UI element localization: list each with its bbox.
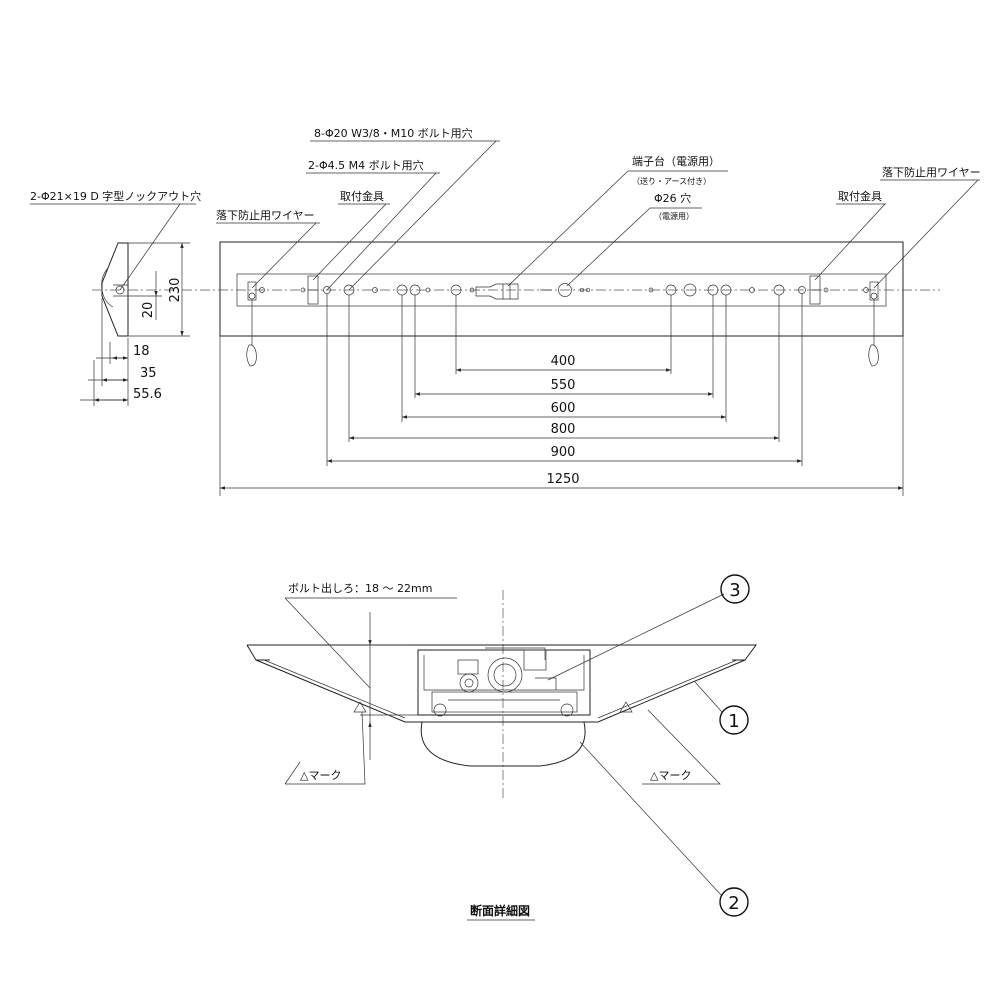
label-hole26-sub: （電源用） [654, 212, 694, 221]
dim-800: 800 [551, 422, 576, 437]
dim-550: 550 [551, 378, 576, 393]
dim-1250: 1250 [546, 472, 579, 487]
label-bolt2: 2-Φ4.5 M4 ボルト用穴 [308, 158, 424, 172]
dim-400: 400 [551, 354, 576, 369]
callout-1-circle [719, 705, 749, 735]
callout-1: 1 [728, 711, 739, 732]
label-wire-left: 落下防止用ワイヤー [216, 208, 315, 222]
label-bolt-protrusion: ボルト出しろ：18 ～ 22mm [288, 581, 432, 595]
dim-230: 230 [168, 278, 183, 303]
callout-3-circle [720, 574, 750, 604]
callout-2: 2 [728, 893, 739, 914]
label-bolt8: 8-Φ20 W3/8・M10 ボルト用穴 [314, 126, 473, 140]
label-fitting-left: 取付金具 [340, 189, 384, 203]
label-knockout: 2-Φ21×19 D 字型ノックアウト穴 [30, 189, 201, 203]
front-view: 400 550 600 800 900 1250 8-Φ20 W3/8・M10 … [200, 126, 981, 496]
label-wire-right: 落下防止用ワイヤー [882, 165, 981, 179]
dim-55-6: 55.6 [133, 387, 162, 402]
label-terminal-sub: （送り・アース付き） [632, 176, 711, 186]
label-fitting-right: 取付金具 [838, 189, 882, 203]
label-hole26: Φ26 穴 [654, 191, 691, 205]
label-mark-left: △マーク [300, 769, 341, 782]
dim-18: 18 [133, 344, 150, 359]
callout-3: 3 [729, 580, 740, 601]
dim-35: 35 [140, 366, 157, 381]
cross-section: ボルト出しろ：18 ～ 22mm △マーク △マーク 3 1 2 断面詳細図 [246, 574, 757, 921]
callout-2-circle [719, 887, 749, 917]
dim-900: 900 [551, 445, 576, 460]
label-mark-right: △マーク [650, 769, 691, 782]
section-title: 断面詳細図 [470, 903, 530, 918]
side-view: 230 20 18 35 55.6 2-Φ21×19 D 字型ノックアウト穴 [30, 189, 201, 406]
dim-20: 20 [141, 302, 156, 319]
dim-600: 600 [551, 401, 576, 416]
label-terminal: 端子台（電源用） [632, 154, 720, 168]
